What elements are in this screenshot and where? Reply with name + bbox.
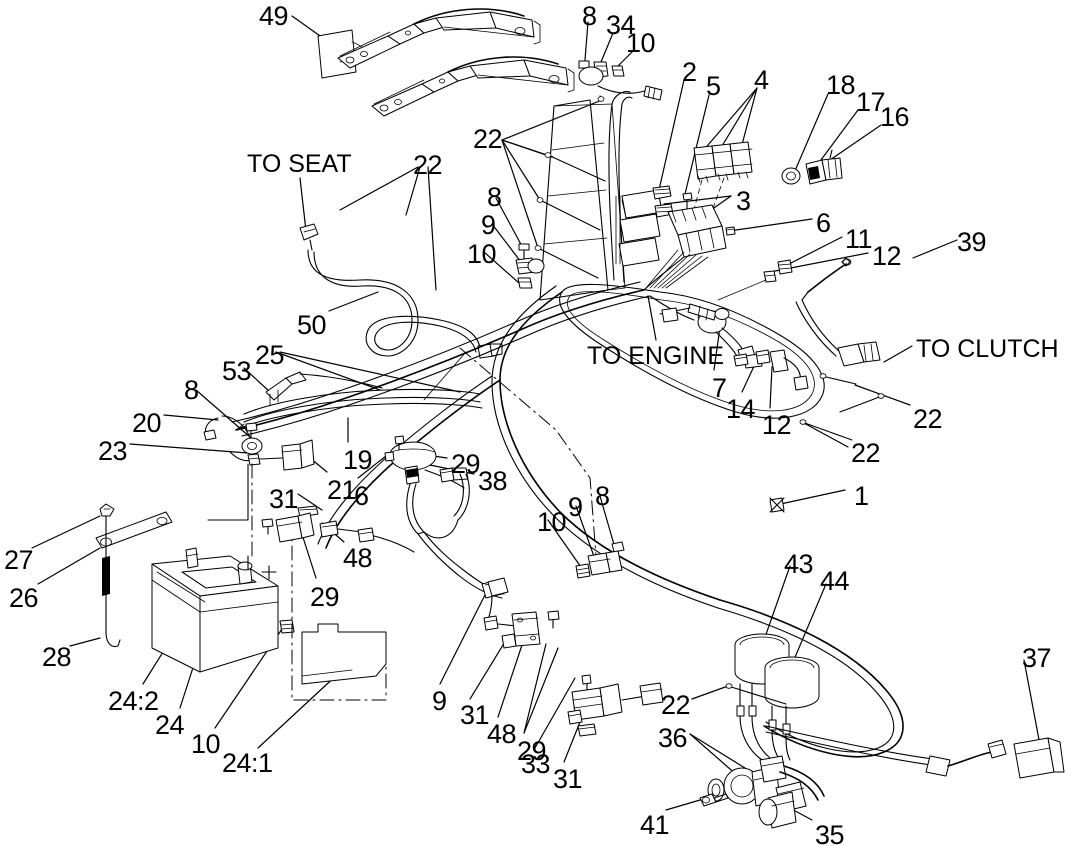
- oval-relay: [384, 435, 505, 599]
- callout-49: 49: [259, 1, 289, 31]
- relay-cluster-left: [261, 505, 415, 553]
- callout-8: 8: [184, 375, 199, 405]
- callout-34: 34: [606, 10, 636, 40]
- callout-29: 29: [310, 582, 340, 612]
- callout-24-2: 24:2: [108, 686, 159, 716]
- callout-12: 12: [872, 241, 902, 271]
- callout-14: 14: [726, 394, 756, 424]
- mid-fastener-group: [515, 243, 545, 289]
- callout-39: 39: [957, 227, 987, 257]
- callout-24-1: 24:1: [222, 748, 273, 778]
- callout-25: 25: [255, 340, 285, 370]
- callout-44: 44: [820, 566, 850, 596]
- relay-fuse-assembly: [615, 141, 793, 301]
- callout-31: 31: [553, 764, 583, 794]
- callout-29: 29: [451, 449, 481, 479]
- callout-22: 22: [413, 150, 443, 180]
- callout-28: 28: [42, 642, 72, 672]
- callout-19: 19: [343, 445, 373, 475]
- callout-5: 5: [706, 71, 721, 101]
- callout-9: 9: [481, 210, 496, 240]
- callout-9: 9: [568, 492, 583, 522]
- bottom-mid-fastener: [575, 541, 625, 579]
- callout-6: 6: [354, 481, 369, 511]
- callout-9: 9: [432, 686, 447, 716]
- callout-3: 3: [736, 186, 751, 216]
- callout-22: 22: [473, 124, 503, 154]
- callout-2: 2: [682, 57, 697, 87]
- callout-48: 48: [487, 719, 517, 749]
- callout-10: 10: [191, 729, 221, 759]
- callout-35: 35: [815, 820, 845, 846]
- callout-36: 36: [658, 723, 688, 753]
- callout-22: 22: [851, 438, 881, 468]
- callout-48: 48: [343, 543, 373, 573]
- loose-screws: [725, 683, 787, 705]
- callout-50: 50: [297, 310, 327, 340]
- switch-assembly: [781, 149, 843, 185]
- callout-26: 26: [9, 583, 39, 613]
- destination-label-to-clutch: TO CLUTCH: [916, 335, 1059, 363]
- left-conduit: [239, 371, 483, 429]
- callout-20: 20: [132, 408, 162, 438]
- callout-27: 27: [4, 545, 34, 575]
- callout-31: 31: [269, 484, 299, 514]
- main-harness: [231, 281, 904, 758]
- battery-shield: [291, 623, 387, 701]
- callout-23: 23: [98, 436, 128, 466]
- upper-rail-parts: [317, 8, 575, 117]
- callout-12: 12: [762, 410, 792, 440]
- battery-holddown: [95, 503, 173, 648]
- callout-4: 4: [754, 65, 769, 95]
- callout-17: 17: [856, 87, 886, 117]
- callout-8: 8: [595, 481, 610, 511]
- callout-37: 37: [1022, 643, 1052, 673]
- callout-22: 22: [661, 690, 691, 720]
- callout-21: 21: [327, 475, 357, 505]
- callout-33: 33: [521, 749, 551, 779]
- callout-10: 10: [467, 239, 497, 269]
- callout-43: 43: [784, 549, 814, 579]
- callout-38: 38: [478, 466, 508, 496]
- callout-8: 8: [487, 182, 502, 212]
- callout-10: 10: [626, 28, 656, 58]
- callout-22: 22: [913, 404, 943, 434]
- ignition-switch-group: [699, 755, 825, 829]
- battery: [151, 519, 295, 673]
- callout-8: 8: [582, 1, 597, 31]
- callout-10: 10: [537, 507, 567, 537]
- callout-11: 11: [845, 224, 873, 254]
- bottom-center-cluster: [483, 577, 664, 737]
- callout-31: 31: [460, 700, 490, 730]
- callout-24: 24: [155, 710, 185, 740]
- callout-41: 41: [640, 810, 670, 840]
- callout-1: 1: [854, 481, 869, 511]
- callout-16: 16: [880, 102, 910, 132]
- end-connector-37: [765, 725, 1065, 779]
- left-terminal-group: [203, 415, 315, 561]
- callout-18: 18: [826, 70, 856, 100]
- callout-29: 29: [517, 736, 547, 766]
- destination-label-to-engine: TO ENGINE: [587, 342, 725, 370]
- callout-7: 7: [712, 373, 727, 403]
- engine-branch: [649, 295, 809, 391]
- callout-53: 53: [222, 356, 252, 386]
- destination-label-to-seat: TO SEAT: [247, 150, 352, 178]
- gauges: [734, 633, 820, 761]
- clutch-branch: [769, 257, 885, 513]
- leader-lines: [31, 15, 1041, 821]
- callout-6: 6: [816, 208, 831, 238]
- top-fastener-group: [578, 60, 663, 101]
